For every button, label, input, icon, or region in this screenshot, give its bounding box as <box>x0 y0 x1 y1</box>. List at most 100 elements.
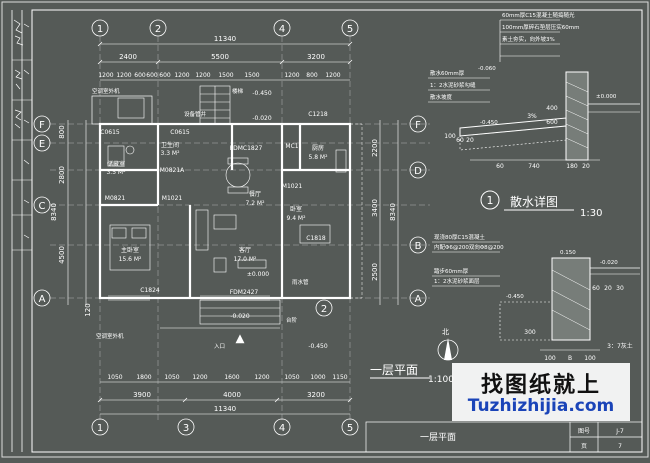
detail1-dim: 740 <box>528 163 540 170</box>
door-code: C0615 <box>100 129 120 136</box>
north-arrow <box>444 338 452 360</box>
watermark-en: Tuzhizhijia.com <box>467 396 615 416</box>
axis-label-B-right: B <box>415 241 422 252</box>
dim-bottom-2: 3200 <box>307 391 325 399</box>
door-code: M0821 <box>105 195 126 202</box>
dim-top-sub: 1200 <box>325 72 340 79</box>
footer-title: 一层平面 <box>420 432 456 443</box>
dim-bottom-sub: 1200 <box>254 374 269 381</box>
detail1-dim: 20 <box>466 137 474 144</box>
dim-total-bottom: 11340 <box>214 405 236 413</box>
axis-label-A-right: A <box>415 294 422 305</box>
title-strip-handwriting <box>13 19 30 239</box>
detail1-note: 素土夯实，向外坡3% <box>502 35 555 43</box>
detail1-dim: 100 <box>444 133 456 140</box>
detail2-dim: 20 <box>604 285 612 292</box>
axis-label-1-bottom: 1 <box>97 423 103 434</box>
dim-top-sub: 1200 <box>98 72 113 79</box>
ac-unit <box>117 97 145 119</box>
dim-right-1: 3400 <box>371 199 379 217</box>
axis-label-C: C <box>39 201 46 212</box>
footer-label: 图号 <box>578 428 590 435</box>
detail1-dim: 400 <box>546 105 558 112</box>
door-code: MC1 <box>285 143 298 150</box>
detail1-dim: 600 <box>546 119 558 126</box>
dim-left-2: 4500 <box>58 246 66 264</box>
dim-bottom-sub: 1200 <box>192 374 207 381</box>
level-mark: ±0.000 <box>247 271 269 278</box>
dim-left-total: 8340 <box>50 203 58 221</box>
detail2-dim: 300 <box>524 329 536 336</box>
dim-bottom-sub: 1000 <box>310 374 325 381</box>
door-code: FDM2427 <box>230 289 259 296</box>
detail2-dim: B <box>568 355 572 362</box>
plan-note: 雨水管 <box>292 278 309 286</box>
door-code: C1818 <box>306 235 326 242</box>
detail1-dim: 180 <box>566 163 578 170</box>
dim-bottom-sub: 1600 <box>224 374 239 381</box>
title-strip-ticks <box>12 59 32 251</box>
dim-top-0: 2400 <box>119 53 137 61</box>
dim-right-0: 2200 <box>371 139 379 157</box>
detail1-level: -0.060 <box>478 66 496 72</box>
door-code: M1021 <box>162 195 183 202</box>
dim-top-sub: 1200 <box>284 72 299 79</box>
plan-note: 空调室外机 <box>96 332 124 340</box>
furniture <box>107 145 347 273</box>
dim-bottom-sub: 1150 <box>332 374 347 381</box>
room-name: 主卧室 <box>121 246 139 254</box>
dim-bottom-sub: 1050 <box>164 374 179 381</box>
plan-note: 空调室外机 <box>92 87 120 95</box>
detail2-dim: 100 <box>584 355 596 362</box>
dim-bottom-sub: 1050 <box>107 374 122 381</box>
detail1-note: 散水60mm厚 <box>430 69 465 77</box>
plan-note: 入口 <box>214 343 225 350</box>
detail1-level: -0.450 <box>480 120 498 126</box>
dim-bottom-sub: 1800 <box>136 374 151 381</box>
room-area: 7.2 M² <box>245 200 265 207</box>
dim-top-sub: 1200 <box>174 72 189 79</box>
axis-label-4-bottom: 4 <box>279 423 285 434</box>
detail2-dim: 3：7灰土 <box>607 342 633 350</box>
door-code: M1021 <box>282 183 303 190</box>
axis-label-1: 1 <box>97 24 103 35</box>
detail1-note: 1：2水泥砂浆勾缝 <box>430 81 476 89</box>
detail1-dim: 3% <box>527 113 537 120</box>
detail2-note: 现浇80厚C15混凝土 <box>434 233 485 241</box>
axis-label-2: 2 <box>155 24 161 35</box>
detail-1-drawing <box>428 19 640 211</box>
dim-top-sub: 800 <box>306 72 318 79</box>
axis-label-5: 5 <box>347 24 353 35</box>
level-mark: -0.450 <box>308 343 328 350</box>
axis-label-4: 4 <box>279 24 285 35</box>
plan-note: 台阶 <box>286 316 298 324</box>
detail2-note: 踏步60mm厚 <box>434 267 469 275</box>
room-name: 卫生间 <box>161 141 179 149</box>
level-mark: -0.450 <box>252 90 272 97</box>
detail2-dim: 30 <box>616 285 624 292</box>
detail1-level: ±0.000 <box>596 94 617 100</box>
floor-plan <box>33 19 459 436</box>
watermark-cn: 找图纸就上 <box>480 373 601 398</box>
dim-right-total: 8340 <box>389 203 397 221</box>
room-area: 3.3 M² <box>160 150 180 157</box>
stair <box>199 85 231 125</box>
dim-top-1: 5500 <box>211 53 229 61</box>
axis-label-3-bottom: 3 <box>183 423 189 434</box>
detail2-note: 1：2水泥砂浆面层 <box>434 277 480 285</box>
room-area: 17.0 M² <box>234 256 257 263</box>
detail1-note: 散水坡度 <box>430 93 453 101</box>
detail1-dim: 60 <box>496 163 504 170</box>
room-area: 9.4 M² <box>286 215 306 222</box>
entrance-steps <box>160 299 281 344</box>
detail2-dim: 60 <box>592 285 600 292</box>
dim-top-sub: 1200 <box>195 72 210 79</box>
detail1-note: 100mm厚碎石垫层压实60mm <box>502 23 579 31</box>
dim-bottom-0: 3900 <box>133 391 151 399</box>
door-code: C0615 <box>170 129 190 136</box>
door-code: FDMC1827 <box>230 145 263 152</box>
room-name: 餐厅 <box>249 190 261 198</box>
detail1-dim: 60 <box>456 137 464 144</box>
